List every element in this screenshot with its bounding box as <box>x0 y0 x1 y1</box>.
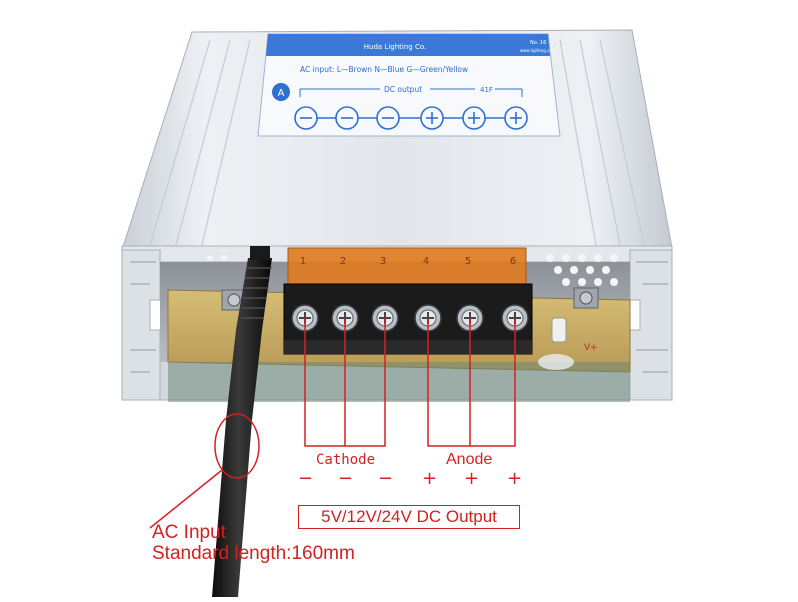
pcb-component <box>551 317 567 343</box>
svg-text:V+: V+ <box>584 343 598 353</box>
terminal-numbers: 1 2 3 4 5 6 <box>300 256 516 267</box>
terminal-block <box>283 247 533 355</box>
terminal-number: 1 <box>300 256 306 267</box>
minus-sign: − <box>378 468 394 489</box>
terminal-number: 3 <box>380 256 386 267</box>
annotation-lines <box>149 318 516 529</box>
plus-sign: + <box>464 468 480 489</box>
terminal-number: 6 <box>510 256 516 267</box>
sticker-terminal-diagram <box>294 106 528 130</box>
label-sticker: Huda Lighting Co. No. 16 www.lighting.co… <box>257 33 561 137</box>
terminal-number: 5 <box>465 256 471 267</box>
sticker-company: Huda Lighting Co. <box>364 43 426 51</box>
anode-label: Anode <box>446 451 493 468</box>
minus-sign: − <box>338 468 354 489</box>
terminal-number: 4 <box>423 256 429 267</box>
sticker-current-text: 41F <box>480 86 493 94</box>
ac-input-cable <box>212 246 272 597</box>
vent-holes <box>207 254 618 286</box>
sticker-logo-letter: A <box>278 88 285 99</box>
sticker-small-text: www.lighting.co.cn <box>520 48 558 53</box>
standard-length-label: Standard length:160mm <box>152 543 355 564</box>
sticker-ac-input-text: AC input: L—Brown N—Blue G—Green/Yellow <box>300 65 468 74</box>
dc-output-label: 5V/12V/24V DC Output <box>298 505 520 529</box>
pcb-screws <box>221 287 599 311</box>
terminal-number: 2 <box>340 256 346 267</box>
housing-grooves <box>149 39 645 246</box>
sticker-logo-icon <box>272 83 290 101</box>
sticker-corner-text: No. 16 <box>530 40 546 46</box>
ac-input-label: AC Input <box>152 522 226 543</box>
minus-sign: − <box>298 468 314 489</box>
cathode-label: Cathode <box>316 452 376 468</box>
plus-sign: + <box>507 468 523 489</box>
sticker-dc-output-text: DC output <box>384 85 422 94</box>
plus-sign: + <box>422 468 438 489</box>
